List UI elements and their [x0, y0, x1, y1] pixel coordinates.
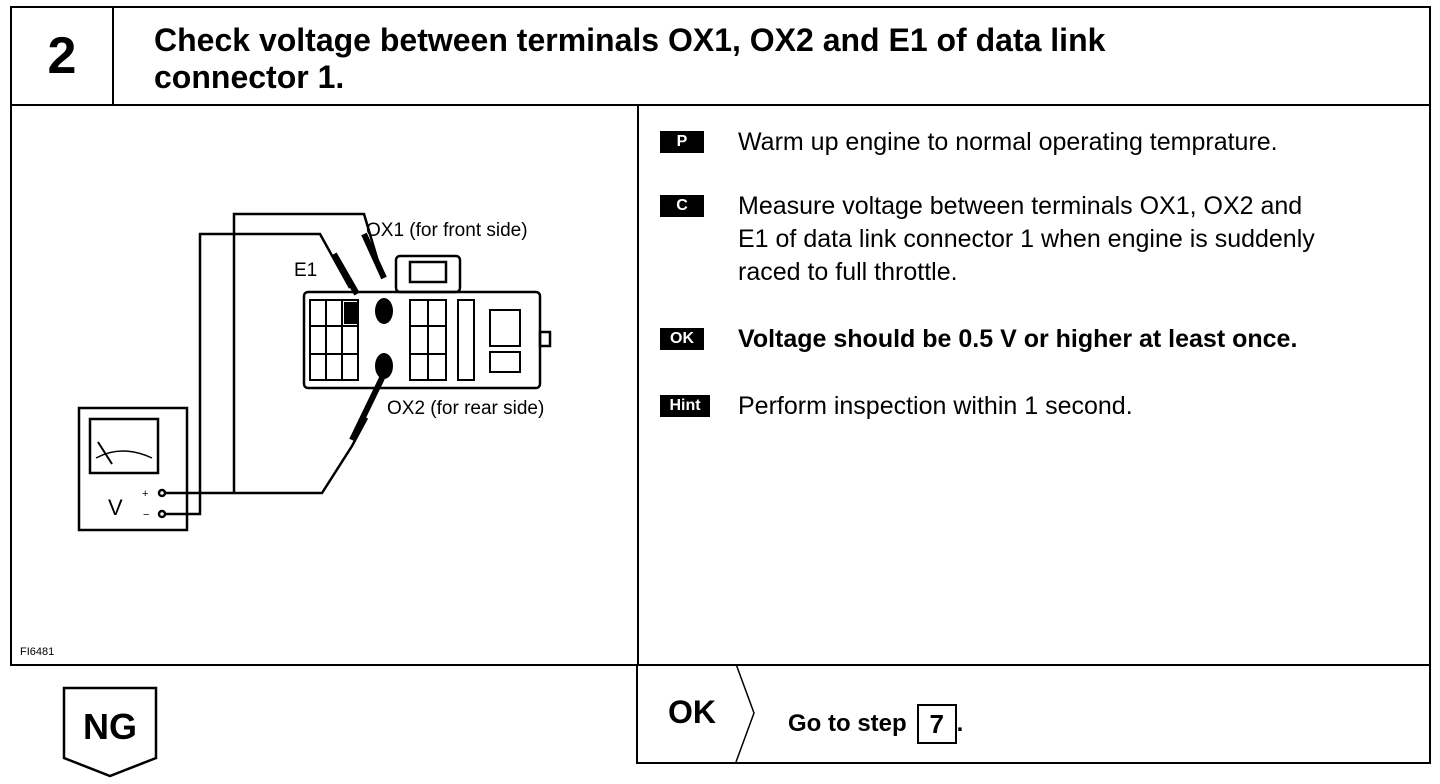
- wire-ox1: [232, 212, 382, 492]
- minus-terminal: [157, 509, 167, 519]
- instruction-line: Warm up engine to normal operating tempr…: [738, 128, 1278, 156]
- instruction-c-text: Measure voltage between terminals OX1, O…: [738, 190, 1315, 289]
- step-header: 2 Check voltage between terminals OX1, O…: [10, 6, 1431, 106]
- instruction-line: Perform inspection within 1 second.: [738, 392, 1133, 420]
- instruction-line: E1 of data link connector 1 when engine …: [738, 225, 1315, 253]
- label-ox1: OX1 (for front side): [366, 220, 528, 241]
- instruction-hint-text: Perform inspection within 1 second.: [738, 390, 1133, 423]
- ox1-terminal: [375, 298, 393, 324]
- wire-ox2: [165, 417, 369, 495]
- voltmeter-dial: [88, 417, 160, 475]
- connector-latch: [394, 254, 462, 294]
- label-plus: +: [142, 488, 148, 500]
- ok-label: OK: [668, 694, 716, 730]
- step-title-line-2: connector 1.: [154, 59, 345, 95]
- label-minus: −: [143, 509, 149, 521]
- wire-e1: [165, 232, 352, 516]
- column-divider: [637, 106, 639, 664]
- instruction-ok: OK Voltage should be 0.5 V or higher at …: [660, 323, 1297, 353]
- label-v: V: [108, 495, 123, 520]
- tag-hint: Hint: [660, 395, 710, 417]
- step-number: 2: [12, 8, 114, 104]
- instruction-ok-text: Voltage should be 0.5 V or higher at lea…: [738, 323, 1297, 356]
- ng-result: NG: [62, 686, 158, 783]
- tag-ok: OK: [660, 328, 704, 350]
- instruction-hint: Hint Perform inspection within 1 second.: [660, 390, 1133, 420]
- e1-terminal: [344, 302, 358, 324]
- chevron-right-icon: [735, 664, 755, 762]
- instruction-line: raced to full throttle.: [738, 258, 958, 286]
- figure-id: FI6481: [20, 646, 55, 658]
- instruction-c: C Measure voltage between terminals OX1,…: [660, 190, 1315, 286]
- label-ox2: OX2 (for rear side): [387, 398, 544, 419]
- goto-text: Go to step: [788, 710, 907, 737]
- goto-step: Go to step 7 .: [788, 704, 963, 744]
- tag-c: C: [660, 195, 704, 217]
- step-title-line-1: Check voltage between terminals OX1, OX2…: [154, 22, 1106, 58]
- goto-suffix: .: [956, 710, 964, 737]
- ox2-terminal: [375, 353, 393, 379]
- tag-p: P: [660, 131, 704, 153]
- ok-result-box: OK Go to step 7 .: [636, 664, 1431, 764]
- instruction-line: Voltage should be 0.5 V or higher at lea…: [738, 325, 1298, 353]
- ng-label: NG: [83, 706, 137, 747]
- instruction-p: P Warm up engine to normal operating tem…: [660, 126, 1278, 156]
- wiring-diagram: OX1 (for front side) E1 OX2 (for rear si…: [77, 212, 552, 532]
- data-link-connector: [302, 290, 542, 390]
- label-e1: E1: [294, 260, 317, 281]
- step-title: Check voltage between terminals OX1, OX2…: [154, 22, 1105, 96]
- ng-badge: [62, 686, 158, 778]
- step-body: OX1 (for front side) E1 OX2 (for rear si…: [10, 104, 1431, 666]
- instruction-p-text: Warm up engine to normal operating tempr…: [738, 126, 1278, 159]
- goto-step-number[interactable]: 7: [916, 704, 957, 744]
- plus-terminal: [157, 488, 167, 498]
- voltmeter-body: [77, 406, 189, 532]
- instruction-line: Measure voltage between terminals OX1, O…: [738, 192, 1303, 220]
